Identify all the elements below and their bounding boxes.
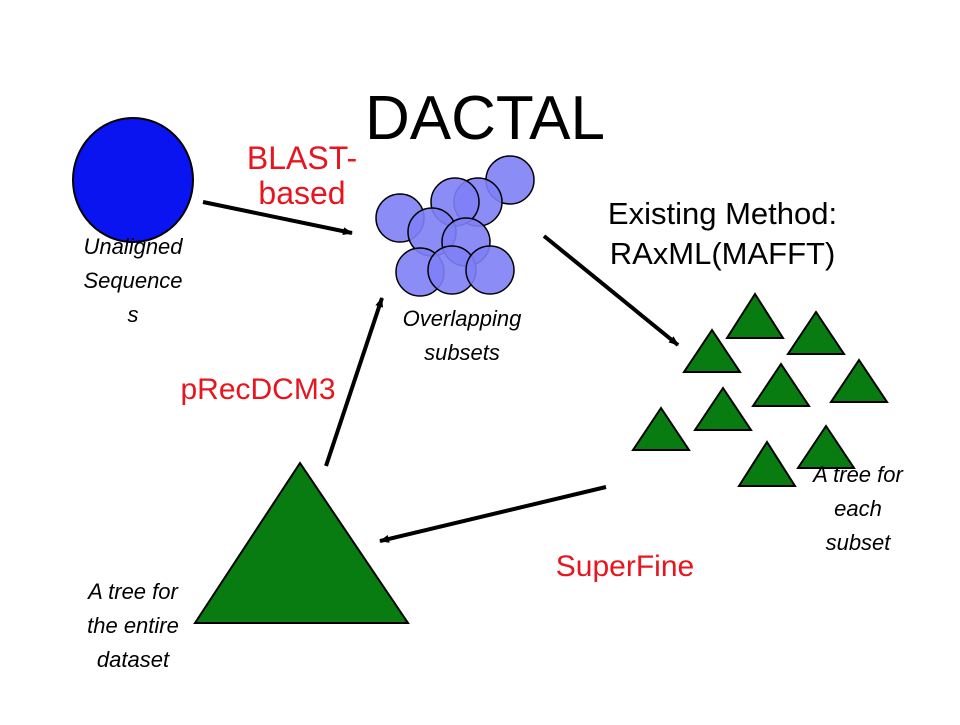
overlapping-subsets-label: Overlapping subsets: [372, 302, 552, 370]
label-line: s: [127, 302, 139, 327]
subset-tree-triangle: [737, 440, 797, 487]
label-line: Existing Method:: [607, 196, 838, 231]
label-line: subset: [825, 530, 891, 555]
overlapping-subsets-cluster: [375, 155, 535, 297]
label-line: based: [258, 175, 346, 211]
label-line: Unaligned: [83, 234, 183, 259]
subset-tree-triangle: [751, 362, 811, 407]
label-line: Sequence: [83, 268, 183, 293]
arrow-precdcm3: [324, 297, 384, 467]
subset-tree-triangle: [796, 424, 856, 469]
subset-tree-triangle: [682, 328, 742, 373]
arrow-blast-to-subsets: [202, 200, 353, 236]
label-line: the entire: [87, 613, 179, 638]
subset-tree-triangle: [693, 386, 753, 431]
label-line: subsets: [424, 340, 500, 365]
label-line: each: [834, 496, 882, 521]
arrow-subsets-to-trees: [542, 234, 680, 347]
entire-dataset-tree-triangle: [193, 461, 410, 624]
subset-circle: [465, 245, 515, 295]
label-line: RAxML(MAFFT): [609, 236, 836, 271]
subset-tree-triangle: [725, 292, 785, 339]
subset-tree-triangle: [631, 406, 691, 451]
arrow-superfine: [379, 485, 607, 543]
unaligned-sequences-circle: [72, 117, 194, 243]
subset-tree-triangle: [786, 310, 846, 355]
unaligned-sequences-label: Unaligned Sequence s: [58, 230, 208, 332]
label-line: A tree for: [813, 462, 903, 487]
subset-tree-triangle: [829, 358, 889, 403]
precdcm3-label: pRecDCM3: [180, 373, 336, 406]
subset-trees-label: A tree for each subset: [783, 458, 933, 560]
label-line: BLAST-: [246, 140, 358, 176]
subset-trees: [631, 292, 889, 487]
diagram-title: DACTAL: [364, 84, 605, 153]
label-line: dataset: [96, 647, 170, 672]
entire-dataset-label: A tree for the entire dataset: [58, 575, 208, 677]
blast-based-label: BLAST- based: [222, 141, 382, 211]
label-line: A tree for: [88, 579, 178, 604]
existing-method-label: Existing Method: RAxML(MAFFT): [575, 194, 870, 274]
label-line: Overlapping: [402, 306, 522, 331]
superfine-label: SuperFine: [555, 550, 695, 583]
